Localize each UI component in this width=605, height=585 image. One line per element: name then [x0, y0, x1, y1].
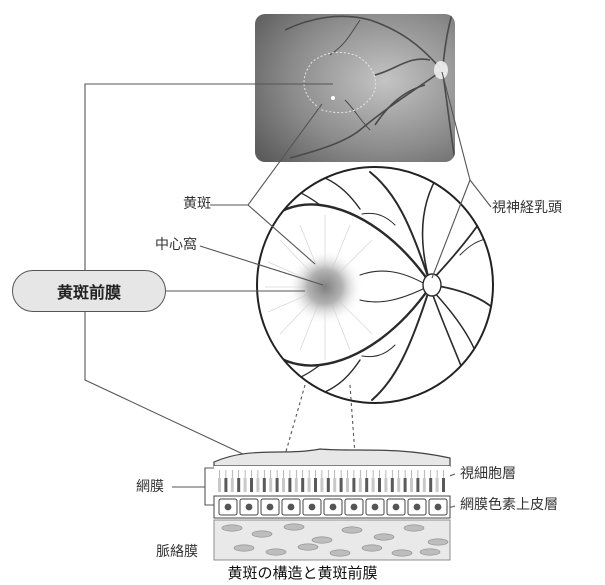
photoreceptor-cell	[340, 478, 343, 492]
photoreceptor-cell	[365, 478, 368, 492]
erm-membrane	[214, 449, 450, 466]
label-photoreceptor: 視細胞層	[460, 466, 516, 482]
rpe-nucleus	[414, 504, 421, 511]
photoreceptor-cell	[333, 478, 336, 492]
photoreceptor-cell	[442, 478, 445, 492]
choroid-vessel	[362, 545, 382, 551]
photoreceptor-cell	[314, 478, 317, 492]
label-macula: 黄斑	[183, 196, 211, 212]
label-optic-disc: 視神経乳頭	[492, 200, 562, 216]
photoreceptor-cell	[282, 478, 285, 492]
choroid-vessel	[420, 549, 440, 555]
choroid-vessel	[266, 549, 286, 555]
photoreceptor-cell	[416, 478, 419, 492]
photoreceptor-cell	[320, 478, 323, 492]
rpe-nucleus	[225, 504, 232, 511]
choroid-vessel	[404, 525, 424, 531]
choroid-vessel	[298, 544, 318, 550]
photoreceptor-cell	[346, 478, 349, 492]
choroid-vessel	[312, 537, 332, 543]
photoreceptor-cell	[327, 478, 330, 492]
fovea-shading	[287, 249, 363, 325]
choroid-vessel	[222, 525, 242, 531]
photoreceptor-cell	[263, 478, 266, 492]
photoreceptor-cell	[237, 478, 240, 492]
choroid-vessel	[392, 550, 412, 556]
label-erm: 黄斑前膜	[12, 270, 166, 312]
photoreceptor-cell	[397, 478, 400, 492]
photoreceptor-cell	[269, 478, 272, 492]
choroid-vessel	[342, 527, 362, 533]
photoreceptor-cell	[256, 478, 259, 492]
choroid-vessel	[330, 550, 350, 556]
rpe-nucleus	[393, 504, 400, 511]
photoreceptor-cell	[308, 478, 311, 492]
photoreceptor-cell	[244, 478, 247, 492]
label-choroid: 脈絡膜	[156, 544, 198, 560]
photoreceptor-cell	[378, 478, 381, 492]
photoreceptor-cell	[231, 478, 234, 492]
photoreceptor-cell	[224, 478, 227, 492]
rpe-nucleus	[435, 504, 442, 511]
fundus-photo	[255, 14, 455, 162]
photoreceptor-cell	[276, 478, 279, 492]
rpe-nucleus	[267, 504, 274, 511]
rpe-nucleus	[351, 504, 358, 511]
photoreceptor-cell	[295, 478, 298, 492]
label-fovea: 中心窩	[155, 237, 197, 253]
choroid-vessel	[284, 524, 304, 530]
choroid-vessel	[252, 531, 272, 537]
photoreceptor-cell	[423, 478, 426, 492]
photoreceptor-cell	[404, 478, 407, 492]
rpe-nucleus	[372, 504, 379, 511]
rpe-nucleus	[288, 504, 295, 511]
choroid-vessel	[234, 545, 254, 551]
photoreceptor-cell	[372, 478, 375, 492]
photoreceptor-cell	[359, 478, 362, 492]
photoreceptor-cell	[391, 478, 394, 492]
figure-caption: 黄斑の構造と黄斑前膜	[0, 562, 605, 583]
fundus-illustration	[257, 167, 495, 403]
photoreceptor-cell	[352, 478, 355, 492]
photoreceptor-cell	[301, 478, 304, 492]
photoreceptor-cell	[436, 478, 439, 492]
photoreceptor-cell	[429, 478, 432, 492]
rpe-nucleus	[330, 504, 337, 511]
rpe-nucleus	[309, 504, 316, 511]
photoreceptor-cell	[384, 478, 387, 492]
optic-disc-photo	[434, 61, 448, 79]
photoreceptor-cell	[410, 478, 413, 492]
retina-cross-section	[214, 466, 450, 560]
label-rpe: 網膜色素上皮層	[460, 497, 558, 513]
rpe-nucleus	[246, 504, 253, 511]
photoreceptor-cell	[250, 478, 253, 492]
photoreceptor-cell	[288, 478, 291, 492]
photoreceptor-cell	[218, 478, 221, 492]
choroid-vessel	[428, 539, 448, 545]
choroid-vessel	[374, 534, 394, 540]
label-retina: 網膜	[136, 479, 164, 495]
